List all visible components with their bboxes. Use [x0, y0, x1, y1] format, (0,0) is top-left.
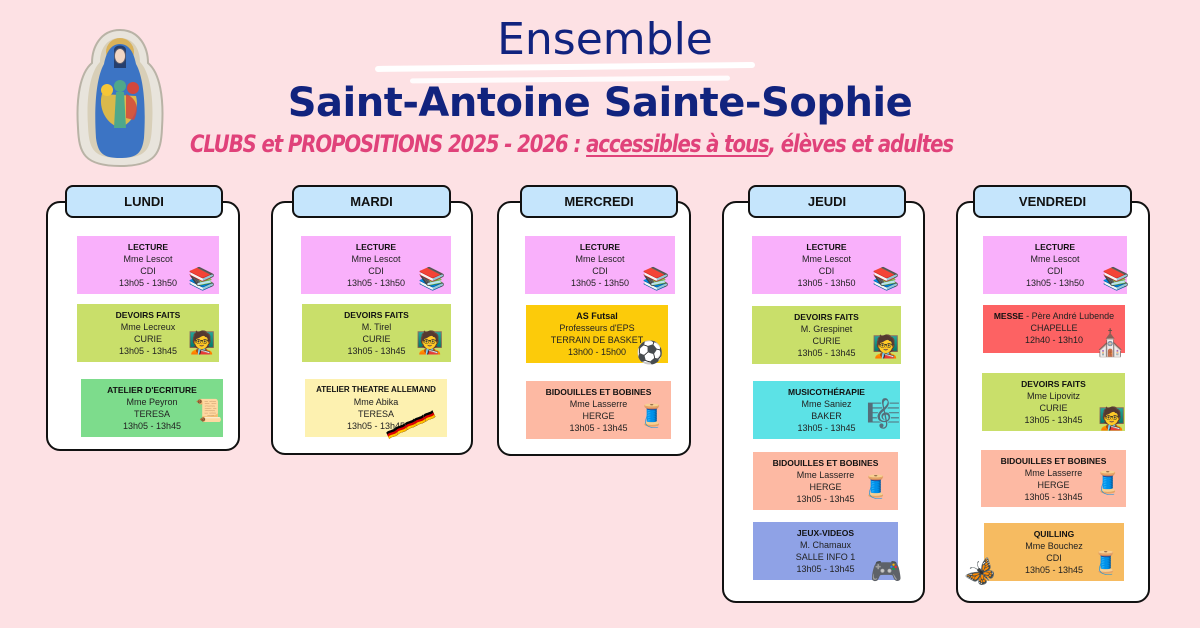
reading-child-icon: 📚: [642, 266, 670, 291]
sewing-craft-icon: 🧵: [1092, 550, 1120, 575]
virgin-mary-mosaic-logo: [76, 28, 164, 168]
priest-icon: ⛪: [1094, 328, 1127, 358]
subtitle: CLUBS et PROPOSITIONS 2025 - 2026 : acce…: [190, 130, 954, 158]
homework-help-icon: 🧑‍🏫: [188, 330, 216, 355]
subtitle-underlined: accessibles à tous: [586, 130, 770, 158]
day-tab-jeudi: JEUDI: [748, 185, 906, 218]
day-tab-mardi: MARDI: [292, 185, 451, 218]
day-tab-lundi: LUNDI: [65, 185, 223, 218]
sewing-craft-icon: 🧵: [862, 474, 890, 499]
sewing-craft-icon: 🧵: [1094, 470, 1122, 495]
gamepad-icon: 🎮: [870, 556, 903, 586]
header-ensemble: Ensemble: [497, 14, 713, 65]
homework-help-icon: 🧑‍🏫: [416, 330, 444, 355]
reading-child-icon: 📚: [188, 266, 216, 291]
school-name-title: Saint-Antoine Sainte-Sophie: [287, 80, 913, 126]
reading-child-icon: 📚: [1102, 266, 1130, 291]
reading-child-icon: 📚: [872, 266, 900, 291]
paper-quill-icon: 📜: [195, 398, 223, 423]
day-tab-vendredi: VENDREDI: [973, 185, 1132, 218]
music-notes-icon: 🎼: [866, 398, 901, 429]
homework-help-icon: 🧑‍🏫: [1098, 406, 1126, 431]
day-tab-mercredi: MERCREDI: [520, 185, 678, 218]
sports-balls-icon: ⚽: [636, 340, 664, 365]
sewing-craft-icon: 🧵: [638, 403, 666, 428]
reading-child-icon: 📚: [418, 266, 446, 291]
homework-help-icon: 🧑‍🏫: [872, 334, 900, 359]
